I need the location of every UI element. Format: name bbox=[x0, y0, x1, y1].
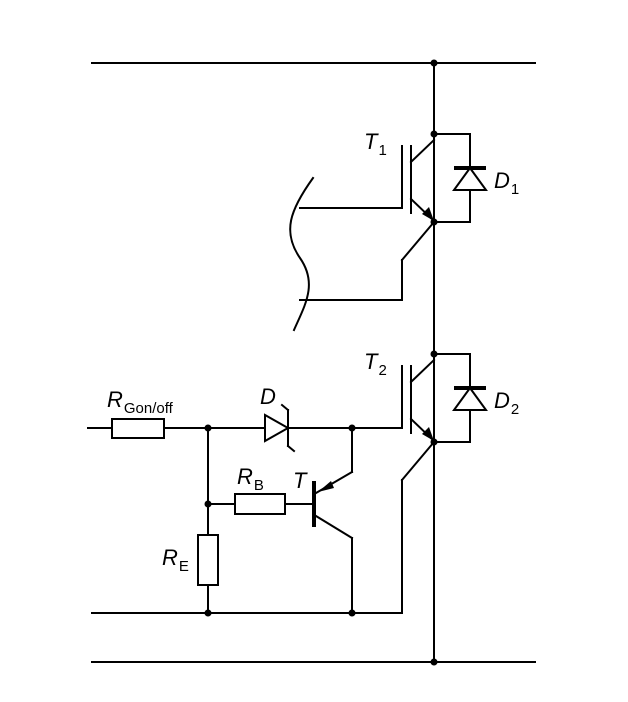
label-t1: T1 bbox=[364, 129, 387, 159]
resistor-rgon bbox=[111, 418, 165, 439]
igbt-t1 bbox=[299, 138, 436, 301]
label-d1: D1 bbox=[494, 168, 519, 198]
label-d2: D2 bbox=[494, 388, 519, 418]
resistor-re bbox=[197, 534, 219, 586]
resistor-rb bbox=[234, 493, 286, 515]
diode-d2 bbox=[433, 353, 488, 443]
diode-d1 bbox=[433, 133, 488, 223]
igbt-t2 bbox=[319, 358, 436, 614]
pnp-transistor-t bbox=[312, 427, 354, 614]
label-t2: T2 bbox=[364, 349, 387, 379]
label-zener-d: D bbox=[260, 384, 276, 409]
zener-diode-d bbox=[264, 403, 321, 453]
label-rgon: RGon/off bbox=[107, 387, 174, 417]
label-re: RE bbox=[162, 545, 189, 575]
label-rb: RB bbox=[237, 464, 264, 494]
break-line bbox=[289, 176, 315, 332]
label-t: T bbox=[293, 468, 308, 493]
